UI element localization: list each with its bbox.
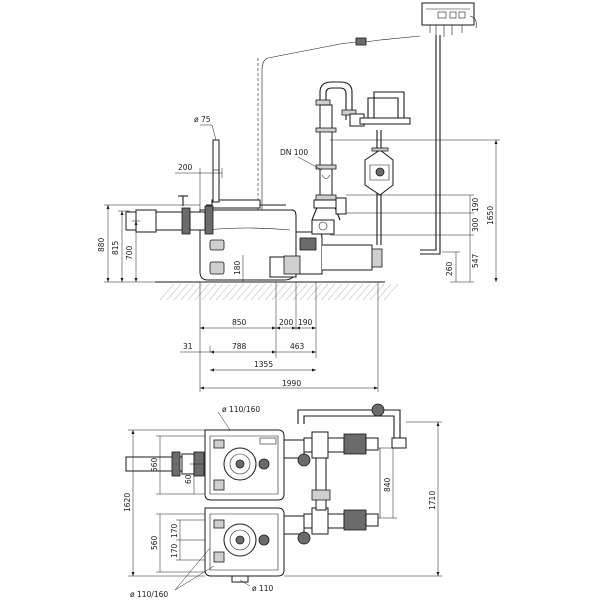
collection-tank: [125, 139, 297, 281]
dim-190: 190: [471, 197, 480, 212]
dim-700: 700: [125, 245, 134, 260]
dim-190-bottom: 190: [298, 318, 313, 327]
dim-260: 260: [445, 261, 454, 276]
dim-815: 815: [111, 240, 120, 255]
dim-60: 60: [184, 474, 193, 484]
label-d75: ø 75: [194, 115, 211, 124]
discharge-pipe: [315, 81, 411, 206]
dim-1355: 1355: [254, 360, 273, 369]
label-dn100: DN 100: [280, 148, 308, 157]
plan-view: ø 110/160 ø 110/160 ø 110 1620 560 60 56…: [123, 403, 442, 599]
dim-547: 547: [471, 253, 480, 268]
label-d110-160-top: ø 110/160: [222, 405, 260, 414]
dim-788: 788: [232, 342, 247, 351]
dim-200-bottom: 200: [279, 318, 294, 327]
dim-200-top: 200: [178, 163, 193, 172]
floor: [155, 281, 399, 301]
plan-pipework: [283, 403, 407, 545]
label-d110: ø 110: [252, 584, 274, 593]
label-d110-160-bottom: ø 110/160: [130, 590, 168, 599]
dim-1990: 1990: [282, 379, 301, 388]
dim-840: 840: [383, 477, 392, 492]
dim-560-lower: 560: [150, 535, 159, 550]
dim-170-upper: 170: [170, 523, 179, 538]
plan-dimensions: [128, 411, 442, 591]
control-box: [421, 2, 477, 37]
dim-1620: 1620: [123, 493, 132, 512]
dim-463: 463: [290, 342, 305, 351]
dim-31: 31: [183, 342, 193, 351]
dim-850: 850: [232, 318, 247, 327]
dim-560-upper: 560: [150, 457, 159, 472]
dim-300: 300: [471, 217, 480, 232]
plan-tank-lower: [204, 507, 285, 583]
pump: [283, 197, 383, 275]
gate-valve: [364, 130, 394, 245]
dim-880: 880: [97, 237, 106, 252]
side-view: ø 75 200 DN 100 880 815 700 180 1650 190…: [97, 2, 500, 392]
dim-1710: 1710: [428, 491, 437, 510]
dim-1650: 1650: [486, 206, 495, 225]
side-dimensions: [104, 124, 500, 392]
dim-180: 180: [233, 260, 242, 275]
dim-170-lower: 170: [170, 543, 179, 558]
